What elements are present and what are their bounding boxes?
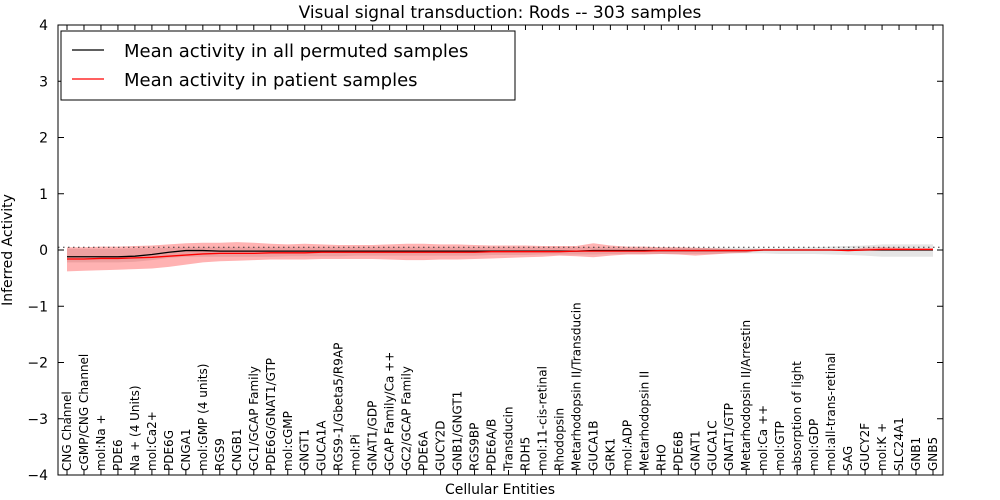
confidence-bands <box>67 242 933 272</box>
x-tick-label: mol:GMP (4 units) <box>196 364 210 471</box>
y-tick-label: 4 <box>39 18 48 34</box>
x-tick-label: mol:Ca ++ <box>756 405 770 471</box>
y-axis-label: Inferred Activity <box>0 194 16 306</box>
y-tick-label: 0 <box>39 243 48 259</box>
x-tick-label: Metarhodopsin II/Transducin <box>569 302 583 471</box>
x-tick-label: mol:Ca2+ <box>145 411 159 471</box>
x-tick-label: SAG <box>841 446 855 471</box>
x-tick-label: Metarhodopsin II <box>637 371 651 471</box>
x-tick-label: GNAT1/GDP <box>366 401 380 471</box>
x-tick-label: CNGB1 <box>230 428 244 471</box>
series-line-1 <box>67 248 933 260</box>
x-tick-label: SLC24A1 <box>892 417 906 471</box>
x-tick-label: GUCA1B <box>586 420 600 471</box>
x-tick-label: mol:K + <box>875 423 889 471</box>
x-tick-label: mol:GDP <box>807 419 821 471</box>
x-tick-label: mol:all-trans-retinal <box>824 353 838 471</box>
x-tick-label: CNGA1 <box>179 429 193 472</box>
x-tick-label: RGS9BP <box>468 423 482 471</box>
x-tick-label: GNB1/GNGT1 <box>451 391 465 471</box>
x-tick-label: PDE6B <box>671 431 685 471</box>
y-tick-label: 3 <box>39 74 48 90</box>
x-tick-label: RHO <box>654 444 668 471</box>
series-band-0 <box>67 244 933 263</box>
x-tick-label: GCAP Family/Ca ++ <box>383 352 397 471</box>
x-tick-label: GUCY2D <box>434 421 448 471</box>
x-tick-label: GUCA1A <box>315 420 329 471</box>
x-tick-label: GUCY2F <box>858 423 872 471</box>
series-lines <box>58 246 943 260</box>
y-tick-label: −1 <box>27 299 48 315</box>
x-tick-label: CNG Channel <box>60 391 74 471</box>
x-tick-label: GNB5 <box>926 437 940 471</box>
x-tick-label: GRK1 <box>603 438 617 471</box>
x-axis-label: Cellular Entities <box>445 482 555 498</box>
series-band-1 <box>67 242 933 272</box>
x-tick-label: mol:ADP <box>620 420 634 471</box>
x-tick-label: PDE6G/GNAT1/GTP <box>264 358 278 471</box>
x-tick-label: GNAT1/GTP <box>722 403 736 471</box>
legend-label: Mean activity in all permuted samples <box>124 41 468 62</box>
x-tick-label: RGS9 <box>213 438 227 471</box>
y-tick-label: −4 <box>27 468 48 484</box>
legend: Mean activity in all permuted samplesMea… <box>60 30 516 101</box>
x-tick-label: GC2/GCAP Family <box>400 366 414 471</box>
x-tick-label: mol:cGMP <box>281 411 295 471</box>
x-tick-label: mol:11-cis-retinal <box>535 366 549 471</box>
y-tick-label: −3 <box>27 412 48 428</box>
x-tick-label: RGS9-1/Gbeta5/R9AP <box>332 343 346 471</box>
x-tick-label: Rhodopsin <box>552 408 566 471</box>
legend-label: Mean activity in patient samples <box>124 70 418 91</box>
y-tick-label: −2 <box>27 356 48 372</box>
x-tick-label: GNAT1 <box>688 430 702 471</box>
x-tick-label: PDE6A/B <box>485 419 499 471</box>
y-tick-label: 2 <box>39 131 48 147</box>
x-tick-label: GC1/GCAP Family <box>247 366 261 471</box>
y-tick-label: 1 <box>39 187 48 203</box>
x-tick-label: RDH5 <box>518 437 532 471</box>
x-tick-label: GNGT1 <box>298 429 312 471</box>
x-tick-label: mol:Pi <box>349 434 363 471</box>
x-tick-label: mol:Na + <box>94 414 108 471</box>
x-tick-label: absorption of light <box>790 361 804 471</box>
x-tick-label: PDE6A <box>417 430 431 471</box>
x-tick-label: GNB1 <box>909 437 923 471</box>
legend-box <box>60 30 516 101</box>
x-tick-label: GUCA1C <box>705 420 719 471</box>
x-tick-label: Transducin <box>501 407 515 472</box>
x-tick-label: mol:GTP <box>773 421 787 471</box>
chart-title: Visual signal transduction: Rods -- 303 … <box>299 3 702 23</box>
x-tick-label: Metarhodopsin II/Arrestin <box>739 320 753 471</box>
x-tick-label: PDE6G <box>162 430 176 471</box>
x-tick-label: PDE6 <box>111 439 125 471</box>
x-tick-label: cGMP/CNG Channel <box>77 354 91 471</box>
x-tick-label: Na + (4 Units) <box>128 385 142 471</box>
y-axis-ticks: 4 3 2 1 0 −1 −2 −3 −4 <box>27 18 943 484</box>
